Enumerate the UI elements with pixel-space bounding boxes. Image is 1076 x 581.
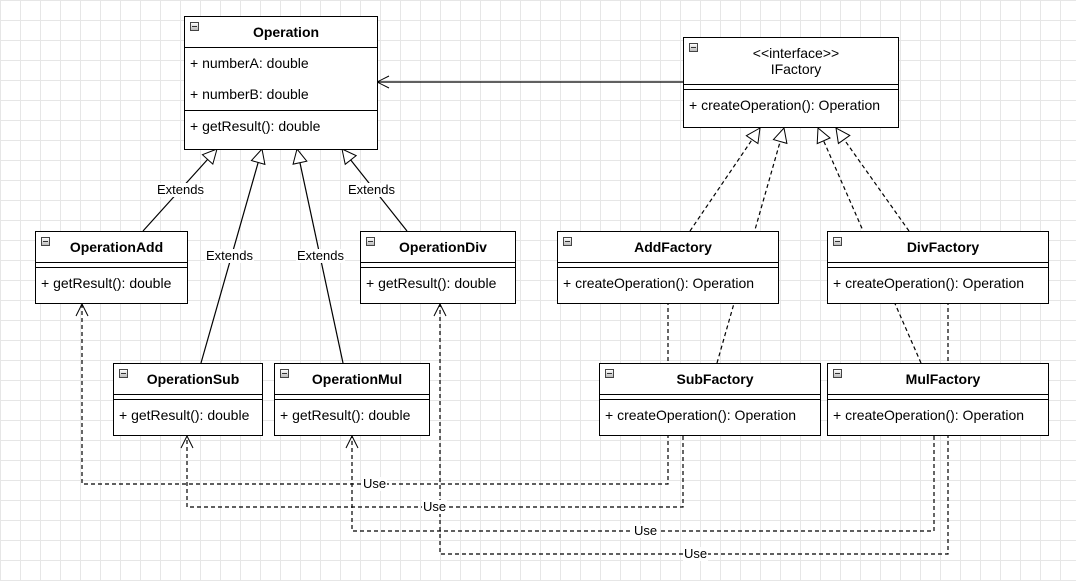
collapse-icon[interactable]: [689, 43, 698, 52]
extends-label: Extends: [156, 182, 205, 197]
class-header: OperationAdd: [36, 232, 187, 263]
class-mul-factory[interactable]: MulFactory + createOperation(): Operatio…: [827, 363, 1049, 436]
class-name: DivFactory: [906, 239, 980, 255]
empty-attributes-section: [361, 263, 515, 268]
extends-label: Extends: [205, 248, 254, 263]
method-row[interactable]: + createOperation(): Operation: [563, 275, 755, 291]
method-row[interactable]: + getResult(): double: [41, 275, 172, 291]
use-label: Use: [362, 476, 388, 491]
class-sub-factory[interactable]: SubFactory + createOperation(): Operatio…: [599, 363, 821, 436]
use-label: Use: [633, 523, 659, 538]
empty-attributes-section: [558, 263, 778, 268]
interface-name: IFactory: [770, 61, 822, 77]
method-row[interactable]: + createOperation(): Operation: [605, 407, 797, 423]
use-label: Use: [683, 546, 709, 561]
class-div-factory[interactable]: DivFactory + createOperation(): Operatio…: [827, 231, 1049, 304]
realize-addfactory[interactable]: [689, 128, 760, 232]
extends-label: Extends: [296, 248, 345, 263]
class-operation-add[interactable]: OperationAdd + getResult(): double: [35, 231, 188, 304]
empty-attributes-section: [600, 395, 820, 400]
class-name: <<interface>> IFactory: [698, 38, 894, 84]
attribute-row[interactable]: + numberB: double: [190, 86, 309, 102]
method-row[interactable]: + getResult(): double: [185, 110, 377, 142]
class-operation-sub[interactable]: OperationSub + getResult(): double: [113, 363, 263, 436]
class-name: OperationSub: [146, 371, 240, 387]
class-header: OperationSub: [114, 364, 262, 395]
class-add-factory[interactable]: AddFactory + createOperation(): Operatio…: [557, 231, 779, 304]
use-subfactory-operationsub[interactable]: [187, 436, 684, 508]
class-header: AddFactory: [558, 232, 778, 263]
class-name: Operation: [252, 24, 320, 40]
method-row[interactable]: + createOperation(): Operation: [833, 275, 1025, 291]
class-operation-mul[interactable]: OperationMul + getResult(): double: [274, 363, 430, 436]
class-header: OperationDiv: [361, 232, 515, 263]
empty-attributes-section: [275, 395, 429, 400]
collapse-icon[interactable]: [190, 22, 199, 31]
class-header: <<interface>> IFactory: [684, 38, 898, 85]
class-header: DivFactory: [828, 232, 1048, 263]
class-operation[interactable]: Operation + numberA: double + numberB: d…: [184, 16, 378, 150]
collapse-icon[interactable]: [280, 369, 289, 378]
use-mulfactory-operationmul[interactable]: [352, 436, 935, 532]
collapse-icon[interactable]: [605, 369, 614, 378]
class-header: Operation: [185, 17, 377, 48]
interface-ifactory[interactable]: <<interface>> IFactory + createOperation…: [683, 37, 899, 128]
collapse-icon[interactable]: [833, 237, 842, 246]
method-row[interactable]: + getResult(): double: [119, 407, 250, 423]
collapse-icon[interactable]: [366, 237, 375, 246]
collapse-icon[interactable]: [563, 237, 572, 246]
class-header: MulFactory: [828, 364, 1048, 395]
class-name: OperationMul: [311, 371, 403, 387]
attribute-row[interactable]: + numberA: double: [190, 55, 309, 71]
realize-divfactory[interactable]: [836, 128, 910, 232]
collapse-icon[interactable]: [119, 369, 128, 378]
class-name: OperationAdd: [69, 239, 164, 255]
method-row[interactable]: + createOperation(): Operation: [833, 407, 1025, 423]
empty-attributes-section: [684, 85, 898, 90]
empty-attributes-section: [828, 263, 1048, 268]
class-name: MulFactory: [905, 371, 981, 387]
collapse-icon[interactable]: [833, 369, 842, 378]
collapse-icon[interactable]: [41, 237, 50, 246]
class-name: AddFactory: [634, 239, 712, 255]
class-name: OperationDiv: [399, 239, 487, 255]
empty-attributes-section: [114, 395, 262, 400]
extends-label: Extends: [347, 182, 396, 197]
use-label: Use: [422, 499, 448, 514]
class-operation-div[interactable]: OperationDiv + getResult(): double: [360, 231, 516, 304]
stereotype-label: <<interface>>: [752, 45, 840, 61]
class-name: SubFactory: [676, 371, 754, 387]
method-row[interactable]: + getResult(): double: [280, 407, 411, 423]
method-row[interactable]: + getResult(): double: [366, 275, 497, 291]
class-header: SubFactory: [600, 364, 820, 395]
class-header: OperationMul: [275, 364, 429, 395]
empty-attributes-section: [828, 395, 1048, 400]
empty-attributes-section: [36, 263, 187, 268]
method-row[interactable]: + createOperation(): Operation: [689, 97, 881, 113]
